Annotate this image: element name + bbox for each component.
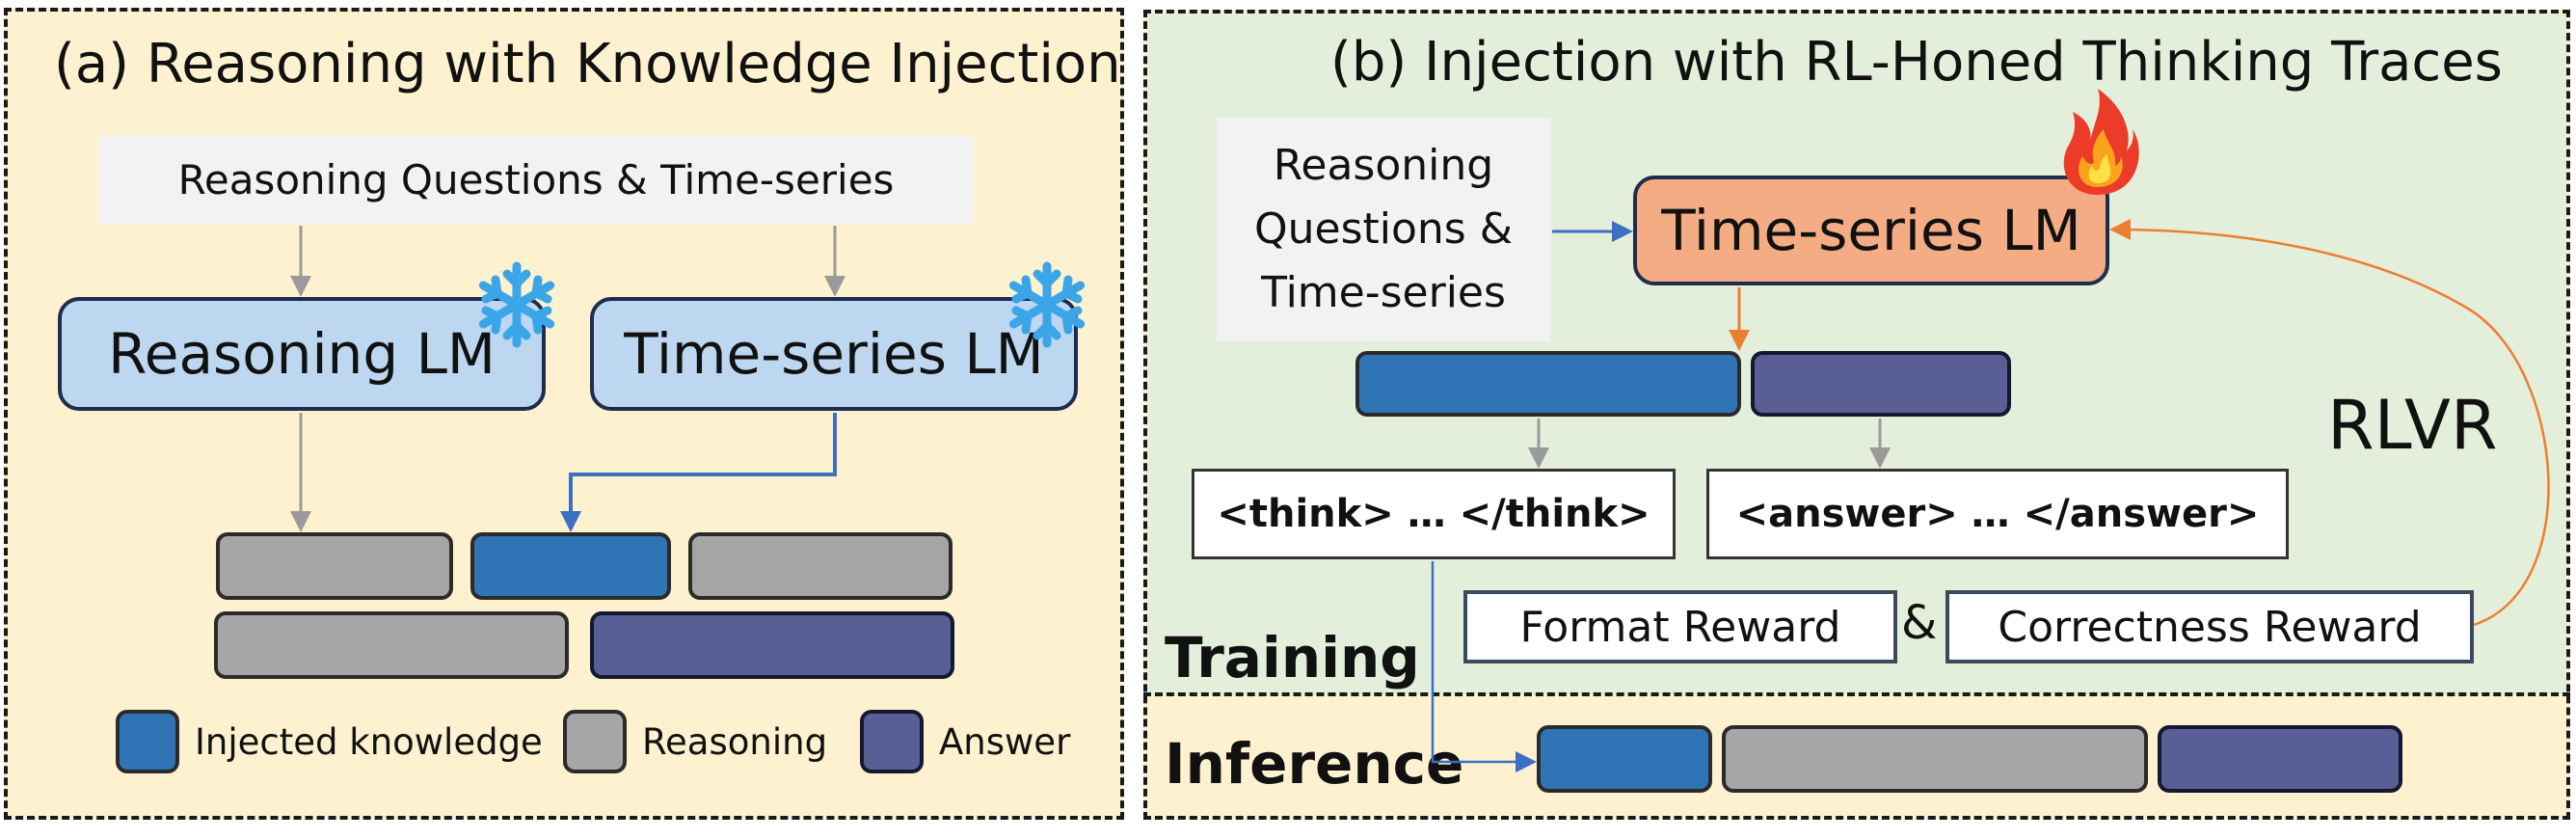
panel-b-input-line1: Reasoning: [1273, 141, 1494, 190]
panel-a-seg-reasoning-1: [216, 532, 453, 600]
panel-a-seg-answer: [590, 611, 954, 679]
think-tag-label: <think> … </think>: [1217, 492, 1650, 536]
panel-a-timeseries-lm: Time-series LM: [590, 297, 1078, 411]
snowflake-icon: [1008, 261, 1086, 348]
panel-b-timeseries-lm-label: Time-series LM: [1661, 198, 2081, 263]
format-reward-label: Format Reward: [1519, 602, 1841, 652]
reward-ampersand: &: [1901, 596, 1938, 650]
legend-answer-label: Answer: [939, 721, 1071, 763]
panel-b-input-line2: Questions &: [1253, 204, 1514, 254]
panel-b-seg-answer: [1751, 351, 2011, 417]
legend-reasoning-swatch: [563, 710, 627, 773]
legend-answer-swatch: [860, 710, 924, 773]
panel-b-input-line3: Time-series: [1261, 268, 1506, 317]
panel-b-input-box: Reasoning Questions & Time-series: [1217, 118, 1550, 341]
format-reward-box: Format Reward: [1463, 590, 1897, 663]
arrow-reward-feedback: [2109, 219, 2550, 627]
panel-b-seg-think: [1355, 351, 1741, 417]
snowflake-icon: [478, 261, 555, 348]
legend-reasoning-label: Reasoning: [642, 721, 828, 763]
training-inference-divider: [1143, 692, 2570, 696]
answer-tag-box: <answer> … </answer>: [1706, 469, 2289, 559]
panel-a-input-box: Reasoning Questions & Time-series: [98, 135, 974, 224]
inference-label: Inference: [1165, 731, 1464, 797]
correctness-reward-label: Correctness Reward: [1998, 602, 2422, 652]
panel-a-seg-reasoning-3: [214, 611, 569, 679]
rlvr-label: RLVR: [2327, 386, 2498, 465]
panel-a-seg-injected: [470, 532, 671, 600]
panel-a-reasoning-lm: Reasoning LM: [58, 297, 546, 411]
correctness-reward-box: Correctness Reward: [1945, 590, 2474, 663]
panel-b-title: (b) Injection with RL-Honed Thinking Tra…: [1330, 31, 2503, 94]
inference-seg-answer: [2158, 725, 2402, 793]
panel-a-timeseries-lm-label: Time-series LM: [624, 321, 1044, 387]
training-label: Training: [1165, 625, 1420, 690]
legend-injected-label: Injected knowledge: [195, 721, 543, 763]
think-tag-box: <think> … </think>: [1192, 469, 1676, 559]
panel-a-title: (a) Reasoning with Knowledge Injection: [54, 33, 1121, 95]
inference-seg-reasoning: [1722, 725, 2148, 793]
panel-a-reasoning-lm-label: Reasoning LM: [108, 321, 496, 387]
panel-a-seg-reasoning-2: [688, 532, 953, 600]
panel-a-input-label: Reasoning Questions & Time-series: [177, 155, 895, 203]
legend-injected-swatch: [116, 710, 179, 773]
answer-tag-label: <answer> … </answer>: [1735, 492, 2260, 536]
fire-icon: [2063, 89, 2139, 195]
inference-seg-injected: [1537, 725, 1712, 793]
arrow-timeseries-lm-to-injected: [560, 413, 837, 532]
arrow-think-to-inference: [1431, 561, 1537, 772]
panel-b-timeseries-lm: Time-series LM: [1633, 176, 2109, 285]
